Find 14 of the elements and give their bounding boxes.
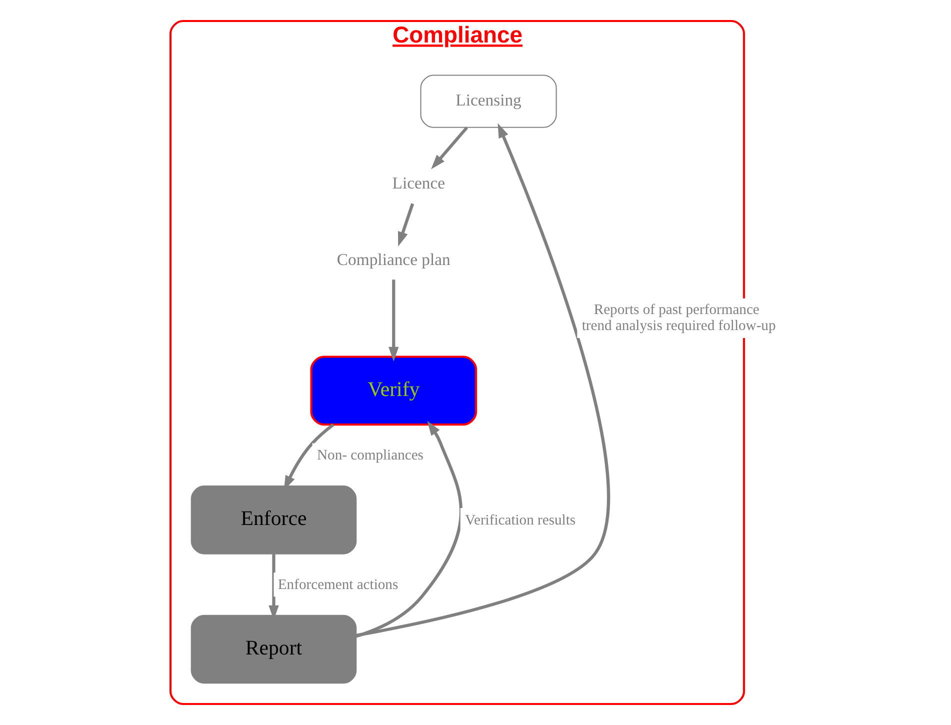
arrow	[356, 420, 462, 638]
node-text: Licence	[392, 174, 446, 193]
node-box: Enforce	[190, 486, 357, 554]
node-text: Compliance plan	[336, 250, 450, 269]
edge-label: Verification results	[465, 512, 576, 528]
edge-label: Enforcement actions	[278, 576, 398, 593]
arrow	[388, 280, 399, 362]
edge-label: Non- compliances	[317, 448, 424, 464]
node-box: Licensing	[420, 74, 557, 128]
node-box: Verify	[310, 356, 478, 426]
arrow	[356, 123, 610, 637]
node-box: Report	[190, 614, 357, 684]
arrow	[431, 126, 468, 170]
arrow	[398, 203, 414, 247]
